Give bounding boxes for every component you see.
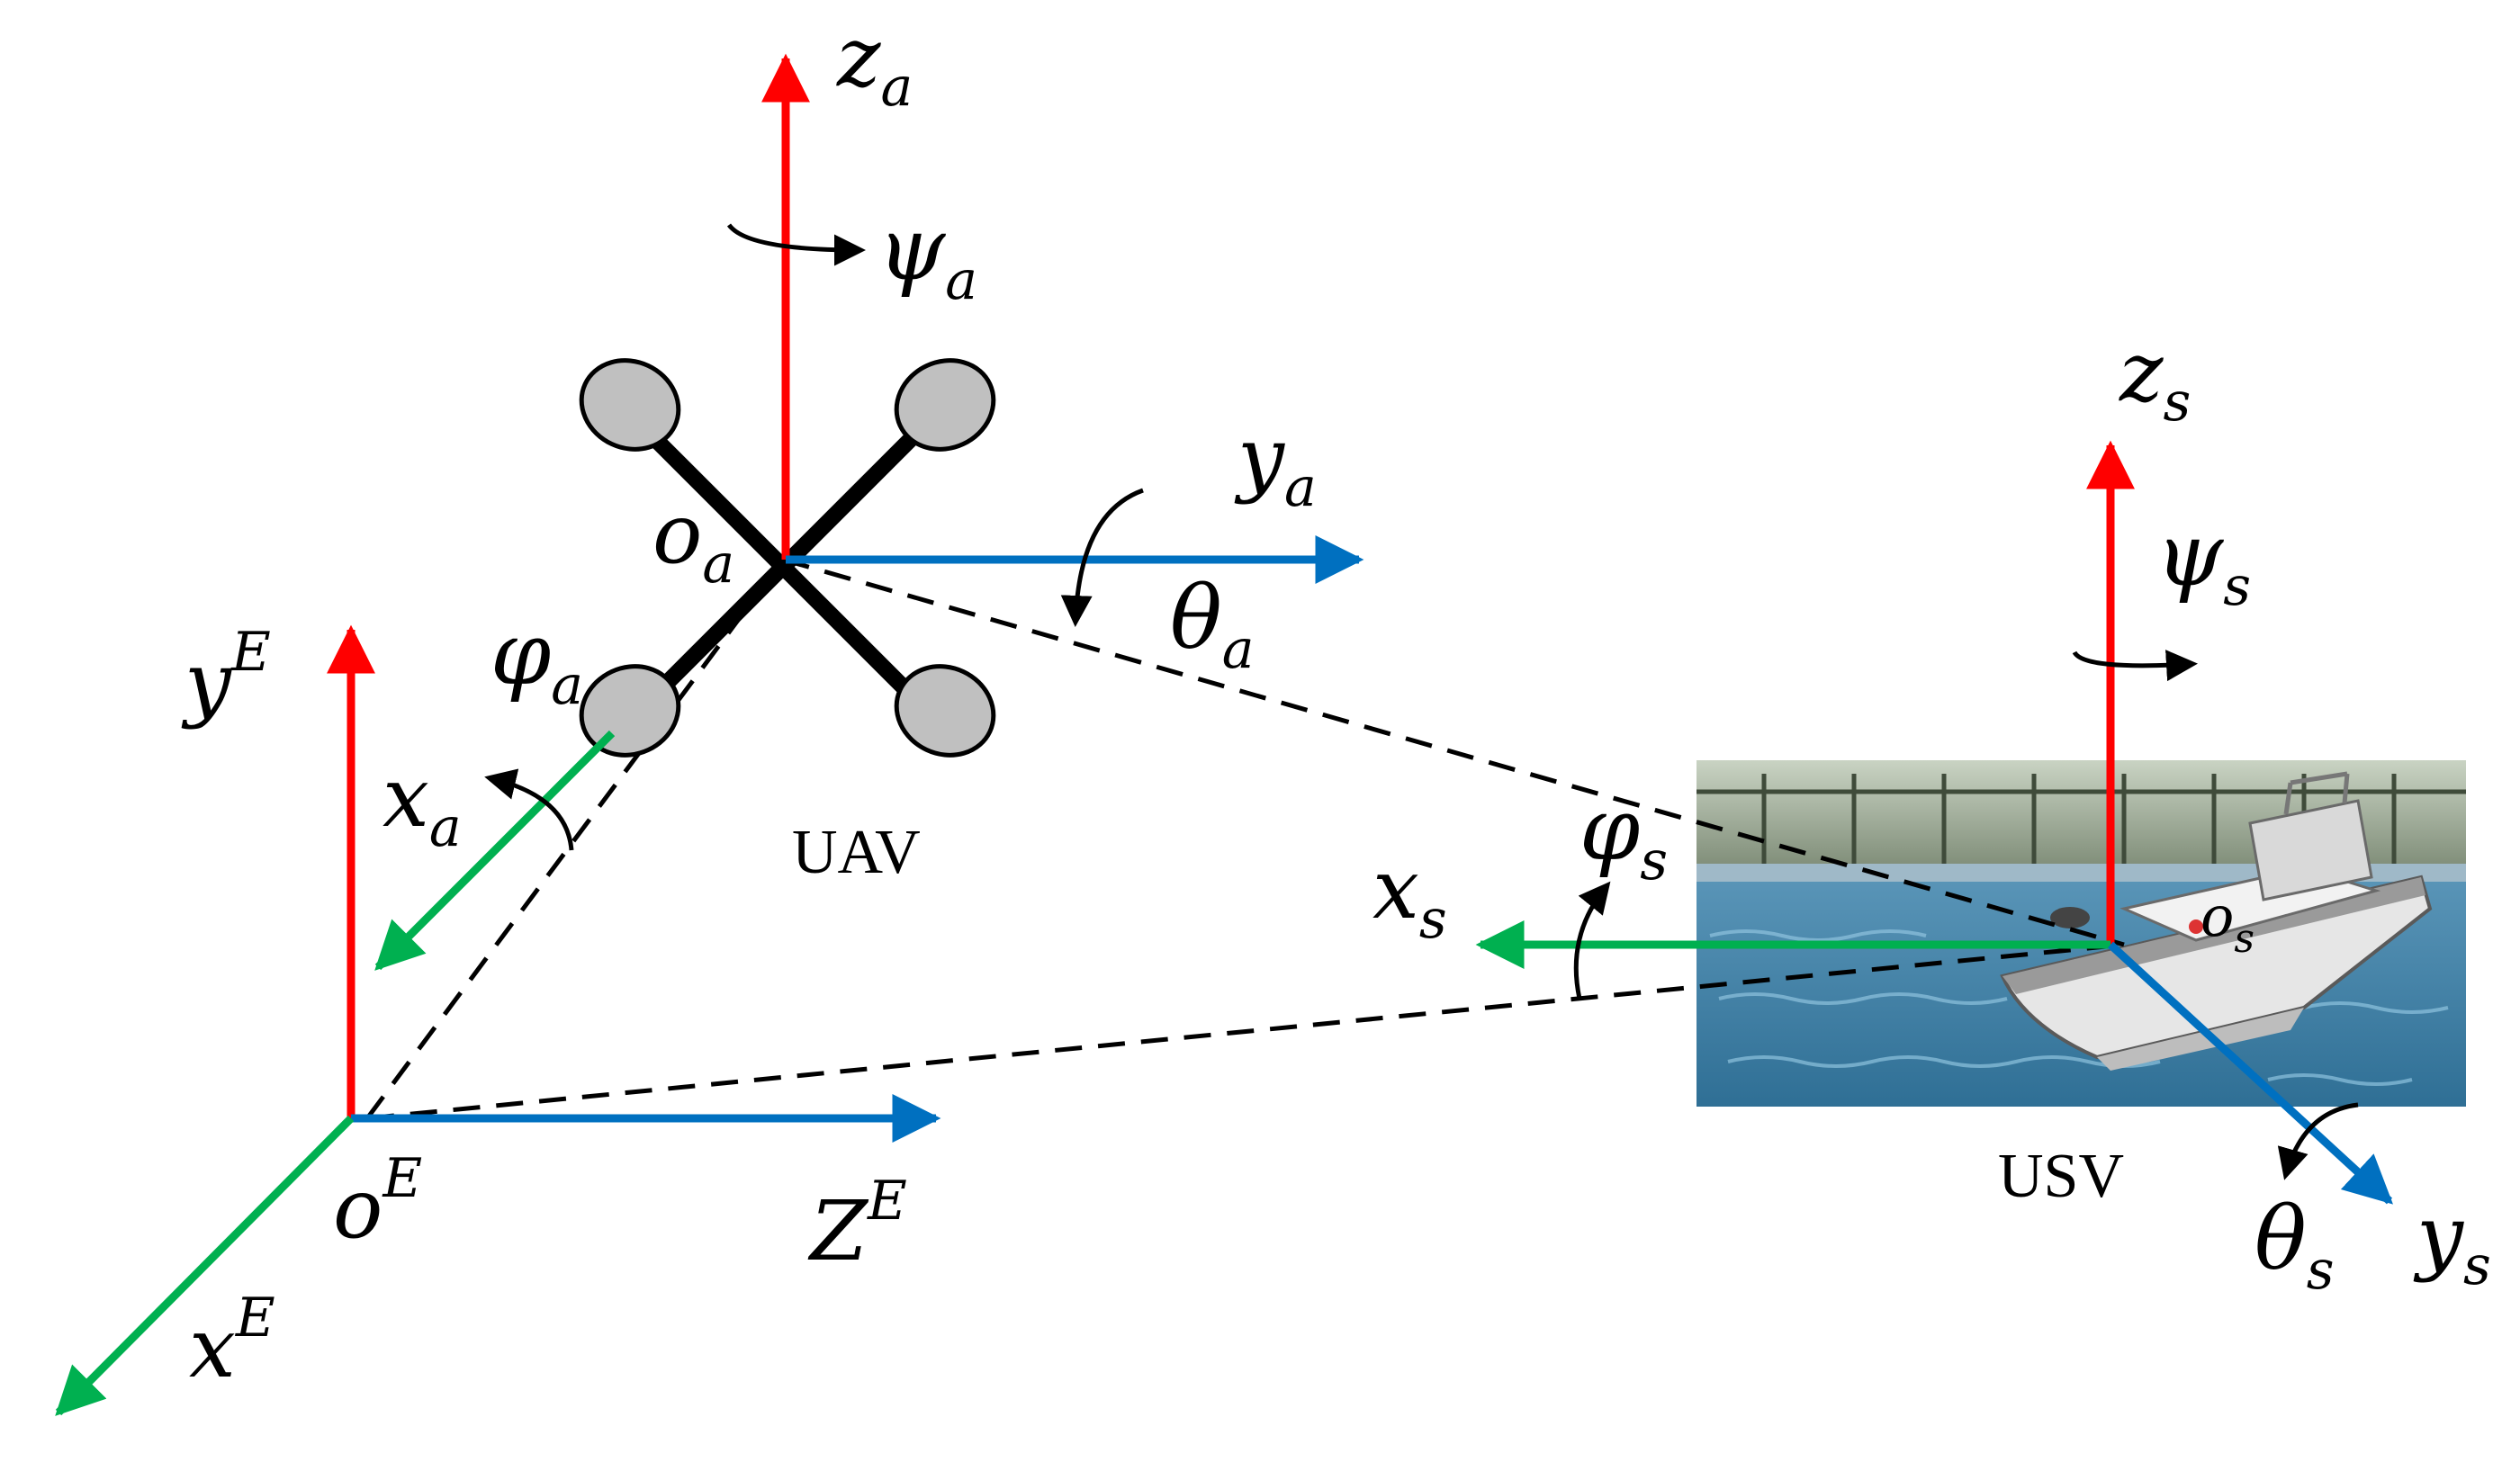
usv-y-axis-arrow [2107,941,2393,1205]
usv-caption: USV [1998,1142,2124,1211]
uav-frame [374,53,1364,971]
usv-pitch-label: θs [2254,1188,2335,1302]
earth-origin-label: oE [333,1147,422,1257]
boat [2000,771,2433,1071]
usv-frame [1475,440,2393,1205]
dashed-origin-to-usv [366,942,2125,1121]
rotor [894,664,996,758]
dashed-uav-to-usv [782,557,2125,947]
uav-pitch-rotation-arrow [1060,488,1144,627]
uav-x-axis-arrow [374,730,616,971]
earth-z-label: ZE [807,1170,907,1279]
uav-yaw-label: ψa [878,199,977,312]
uav-caption: UAV [792,818,921,887]
usv-origin-label: os [2200,883,2254,962]
usv-yaw-label: ψs [2156,505,2251,618]
uav-roll-rotation-arrow [484,768,574,851]
usv-roll-rotation-arrow [1573,881,1611,1000]
uav-z-label: za [836,9,913,119]
usv-y-label: ys [2413,1188,2491,1297]
uav-arm [622,415,935,728]
earth-frame [55,624,941,1416]
earth-x-axis-arrow [55,1115,355,1416]
uav-pitch-label: θa [1170,568,1255,681]
usv-pitch-rotation-arrow [2277,1102,2359,1180]
usv-z-label: zs [2119,324,2191,434]
usv-yaw-rotation-arrow [2072,650,2198,682]
uav-quadrotor [579,358,996,758]
uav-origin-label: oa [652,486,734,596]
rotor [579,664,681,758]
rotor [894,358,996,452]
usv-photo [1696,760,2466,1107]
dashed-lines [364,557,2125,1121]
rotor [579,358,681,452]
water-ripples [1709,929,2449,1086]
earth-y-label: yE [181,621,271,731]
uav-y-label: ya [1234,409,1317,519]
uav-roll-label: φa [490,604,583,717]
rotation-arrows [484,223,2359,1180]
uav-x-label: xa [382,749,462,859]
usv-roll-label: φs [1580,779,1668,892]
earth-x-label: xE [189,1287,275,1396]
dashed-origin-to-uav [364,558,786,1120]
usv-x-label: xs [1372,841,1447,951]
uav-yaw-rotation-arrow [726,223,866,266]
